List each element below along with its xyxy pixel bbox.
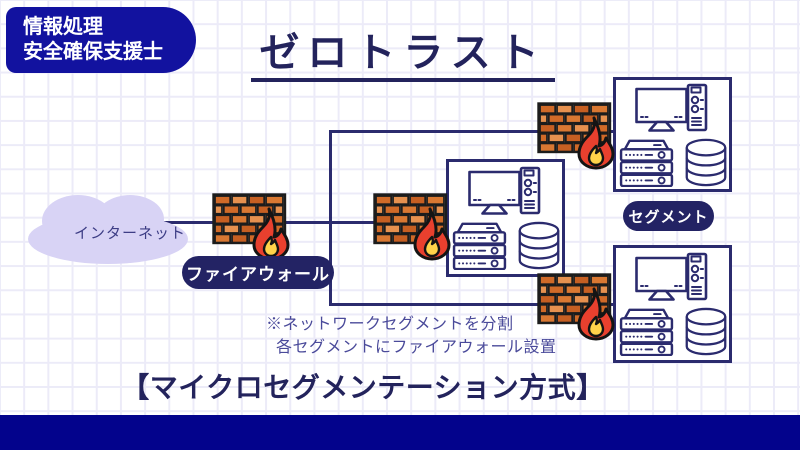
note-line2: 各セグメントにファイアウォール設置 <box>276 339 557 356</box>
desktop-computer-icon <box>467 166 540 215</box>
firewall-label: ファイアウォール <box>182 256 334 289</box>
server-rack-icon <box>619 308 673 356</box>
internet-cloud: インターネット <box>26 189 190 265</box>
connector-vertical-branch <box>329 130 332 306</box>
database-icon <box>685 138 726 186</box>
method-title: 【マイクロセグメンテーション方式】 <box>121 372 605 403</box>
internet-label: インターネット <box>74 225 187 242</box>
segment-label: セグメント <box>623 201 714 231</box>
footer-bar <box>0 415 800 450</box>
segment-box-row <box>451 221 561 270</box>
database-icon <box>518 221 559 270</box>
page-title: ゼロトラスト <box>0 20 800 82</box>
firewall-brick-flame-icon-top <box>537 102 619 170</box>
connector-bottom-branch <box>329 303 615 306</box>
segment-box-top-right <box>613 77 732 192</box>
desktop-computer-icon <box>634 83 707 132</box>
cloud-icon <box>28 195 188 264</box>
page-title-text: ゼロトラスト <box>251 31 555 82</box>
qualification-badge: 情報処理 安全確保支援士 <box>6 7 196 73</box>
segment-box-row <box>618 138 728 187</box>
segment-box-center <box>446 159 565 277</box>
badge-line2: 安全確保支援士 <box>23 41 163 63</box>
connector-internet-to-center <box>145 221 447 224</box>
desktop-computer-icon <box>634 252 707 301</box>
database-icon <box>685 307 726 356</box>
firewall-brick-flame-icon-main <box>212 193 294 261</box>
segment-box-bottom-right <box>613 245 732 363</box>
server-rack-icon <box>619 139 673 187</box>
badge-line1: 情報処理 <box>23 16 103 38</box>
connector-top-branch <box>329 130 615 133</box>
firewall-brick-flame-icon-center <box>373 193 455 261</box>
segment-box-row <box>618 307 728 356</box>
server-rack-icon <box>452 222 506 270</box>
note-line1: ※ネットワークセグメントを分割 <box>266 316 514 333</box>
annotation-note: ※ネットワークセグメントを分割 各セグメントにファイアウォール設置 <box>266 313 557 359</box>
